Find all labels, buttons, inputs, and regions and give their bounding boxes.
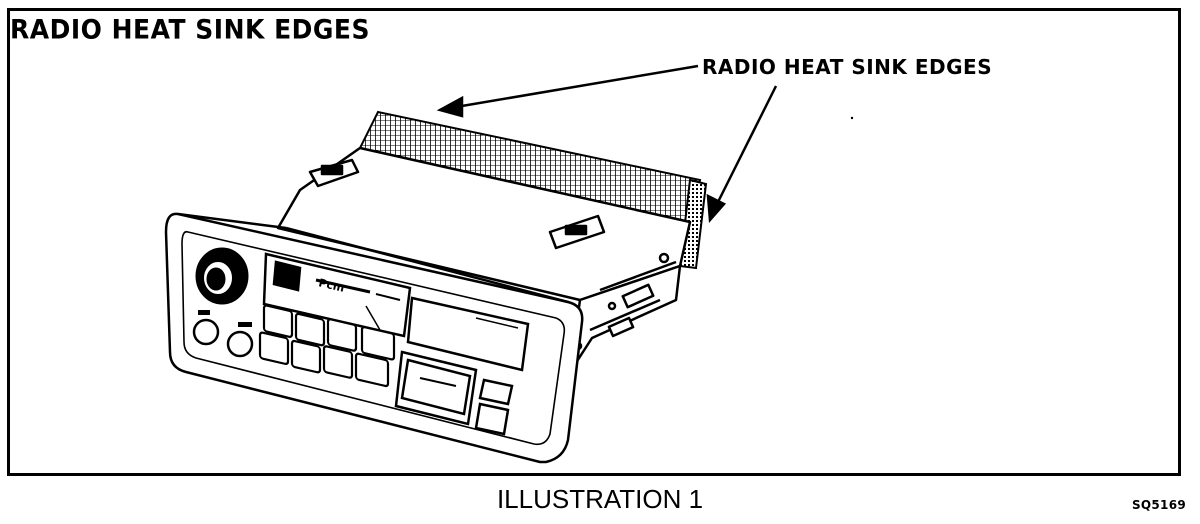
tone-knob <box>192 310 254 358</box>
diagram-title: RADIO HEAT SINK EDGES <box>10 14 371 45</box>
volume-knob <box>195 247 249 305</box>
artifact-dot <box>850 116 854 120</box>
preset-buttons <box>258 304 396 388</box>
figure-id: SQ5169 <box>1131 498 1186 512</box>
seek-rocker <box>394 350 514 436</box>
callout-arrows <box>436 64 778 224</box>
display-window <box>262 252 530 372</box>
illustration-caption: ILLUSTRATION 1 <box>496 484 704 514</box>
display-text: Pcm <box>317 276 345 295</box>
chassis-body <box>276 146 692 374</box>
callout-label: RADIO HEAT SINK EDGES <box>702 55 993 79</box>
